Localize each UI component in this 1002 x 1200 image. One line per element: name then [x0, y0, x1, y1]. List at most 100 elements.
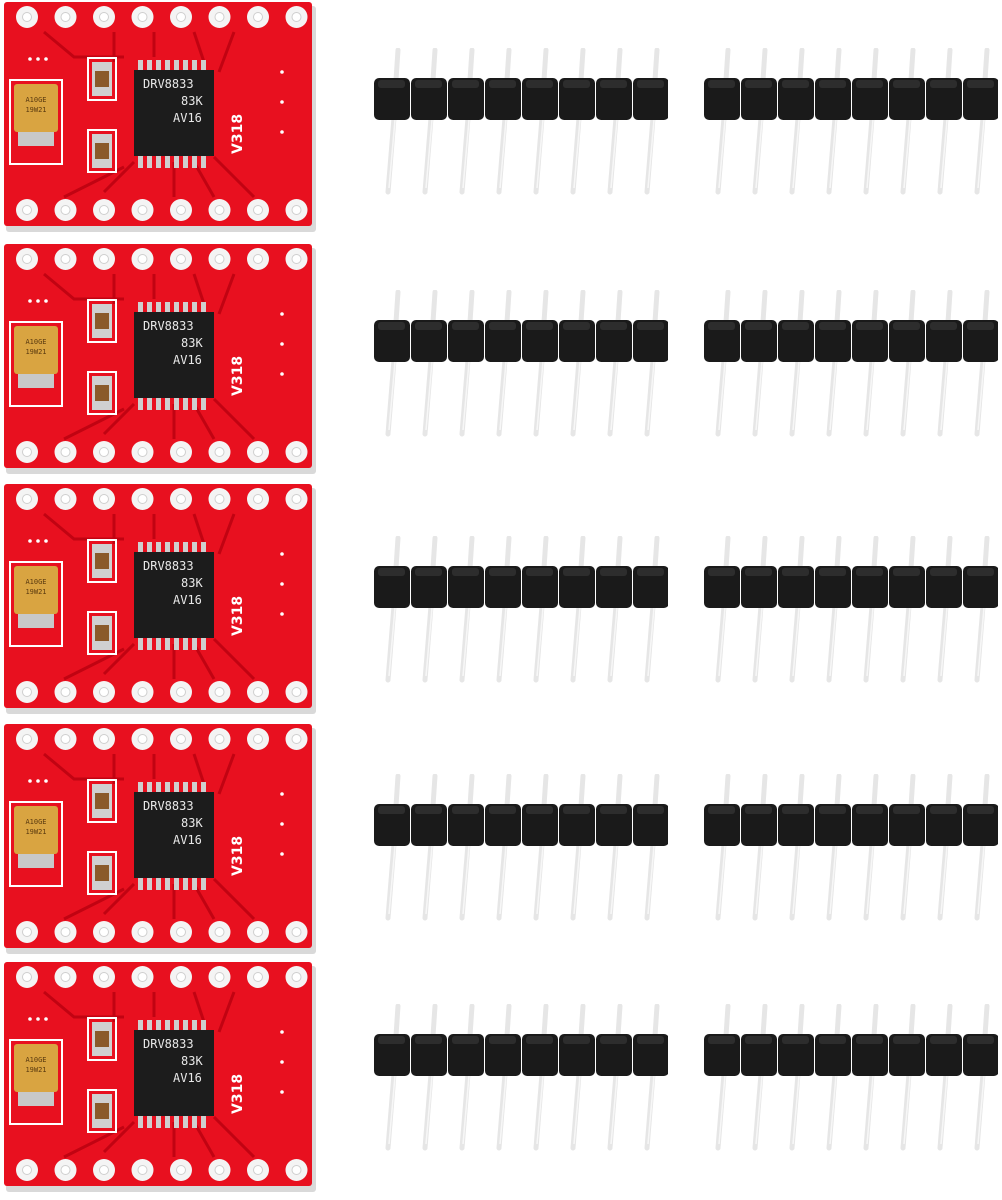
header-housing-segment — [963, 566, 998, 608]
header-housing-segment — [815, 804, 851, 846]
header-pin-top — [797, 48, 805, 83]
header-housing-segment — [852, 804, 888, 846]
pin-header-strip — [368, 536, 668, 686]
header-housing-segment — [852, 1034, 888, 1076]
header-pin-top — [578, 1004, 586, 1039]
header-housing-segment — [559, 1034, 595, 1076]
pin-header-strip — [368, 1004, 668, 1154]
chip-marking-line1: DRV8833 — [143, 1037, 194, 1051]
header-housing-segment — [889, 320, 925, 362]
header-housing-segment — [963, 78, 998, 120]
drv8833-chip — [134, 1030, 214, 1116]
drv8833-chip — [134, 792, 214, 878]
header-pin-top — [945, 1004, 953, 1039]
header-pin-top — [760, 290, 768, 325]
header-pin-top — [982, 774, 990, 809]
header-pin-top — [467, 774, 475, 809]
header-housing-segment — [633, 1034, 668, 1076]
pin-header-strip — [368, 774, 668, 924]
board-version-label: V318 — [230, 596, 246, 636]
header-housing-segment — [485, 566, 521, 608]
header-housing-segment — [633, 566, 668, 608]
header-pin-top — [982, 290, 990, 325]
header-pin-top — [945, 48, 953, 83]
header-housing-segment — [559, 804, 595, 846]
header-housing-segment — [485, 320, 521, 362]
header-housing-segment — [448, 1034, 484, 1076]
header-housing-segment — [815, 320, 851, 362]
chip-marking-line2: 83K — [181, 576, 203, 590]
header-housing-segment — [448, 78, 484, 120]
header-pin-top — [797, 536, 805, 571]
header-pin-top — [760, 774, 768, 809]
header-pin-top — [945, 290, 953, 325]
header-pin-top — [871, 536, 879, 571]
header-pin-top — [760, 536, 768, 571]
header-pin-top — [393, 48, 401, 83]
header-pin-top — [615, 536, 623, 571]
header-housing-segment — [926, 804, 962, 846]
header-housing-segment — [411, 1034, 447, 1076]
header-pin-top — [797, 290, 805, 325]
header-housing-segment — [963, 1034, 998, 1076]
capacitor-marking-line2: 19W21 — [25, 348, 46, 356]
header-pin-top — [467, 48, 475, 83]
header-housing-segment — [596, 1034, 632, 1076]
capacitor-marking-line1: A10GE — [25, 338, 46, 346]
tantalum-capacitor — [14, 566, 58, 614]
chip-marking-line1: DRV8833 — [143, 319, 194, 333]
header-housing-segment — [559, 78, 595, 120]
pin-header-strip — [698, 290, 998, 440]
header-pin-top — [393, 536, 401, 571]
capacitor-marking-line2: 19W21 — [25, 1066, 46, 1074]
header-pin-top — [908, 48, 916, 83]
header-pin-top — [504, 774, 512, 809]
tantalum-capacitor — [14, 84, 58, 132]
header-housing-segment — [559, 566, 595, 608]
header-housing-segment — [852, 320, 888, 362]
header-pin-top — [945, 774, 953, 809]
capacitor-marking-line1: A10GE — [25, 818, 46, 826]
header-pin-top — [652, 290, 660, 325]
header-pin-top — [760, 1004, 768, 1039]
header-pin-top — [504, 1004, 512, 1039]
header-housing-segment — [778, 78, 814, 120]
header-pin-top — [504, 536, 512, 571]
header-pin-top — [615, 48, 623, 83]
header-pin-top — [504, 48, 512, 83]
header-housing-segment — [741, 78, 777, 120]
header-pin-top — [430, 536, 438, 571]
header-housing-segment — [778, 1034, 814, 1076]
header-housing-segment — [926, 566, 962, 608]
header-housing-segment — [411, 566, 447, 608]
header-housing-segment — [374, 78, 410, 120]
header-pin-top — [834, 1004, 842, 1039]
header-pin-top — [430, 48, 438, 83]
header-pin-top — [871, 290, 879, 325]
header-pin-top — [652, 774, 660, 809]
header-pin-top — [652, 536, 660, 571]
header-housing-segment — [741, 1034, 777, 1076]
header-pin-top — [615, 774, 623, 809]
header-housing-segment — [704, 78, 740, 120]
chip-marking-line2: 83K — [181, 1054, 203, 1068]
chip-marking-line3: AV16 — [173, 1071, 202, 1085]
chip-marking-line2: 83K — [181, 816, 203, 830]
pin-header-strip — [698, 1004, 998, 1154]
header-pin-top — [834, 48, 842, 83]
header-housing-segment — [411, 78, 447, 120]
header-housing-segment — [778, 320, 814, 362]
tantalum-capacitor — [14, 806, 58, 854]
header-pin-top — [393, 1004, 401, 1039]
chip-marking-line1: DRV8833 — [143, 799, 194, 813]
header-housing-segment — [559, 320, 595, 362]
header-housing-segment — [448, 804, 484, 846]
header-pin-top — [615, 1004, 623, 1039]
header-pin-top — [797, 774, 805, 809]
header-housing-segment — [374, 804, 410, 846]
